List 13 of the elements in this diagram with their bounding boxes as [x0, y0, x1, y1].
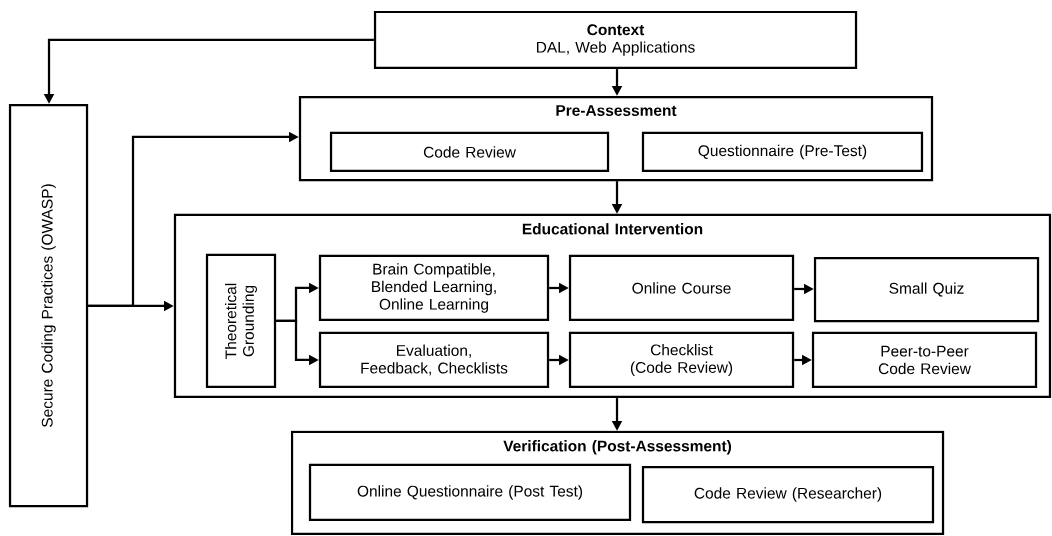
- process-box: Code Review (Researcher): [641, 465, 935, 524]
- process-box: Evaluation, Feedback, Checklists: [318, 331, 550, 389]
- vertical-box: Theoretical Grounding: [205, 253, 277, 389]
- process-box: Online Questionnaire (Post Test): [308, 463, 632, 522]
- process-box: Peer-to-Peer Code Review: [811, 331, 1038, 389]
- process-box: Small Quiz: [813, 256, 1040, 323]
- process-box: Code Review: [329, 131, 610, 173]
- process-box: Context DAL, Web Applications: [373, 10, 858, 70]
- process-box: Checklist (Code Review): [568, 331, 795, 389]
- vertical-box: Secure Coding Practices (OWASP): [8, 103, 89, 508]
- process-box: Brain Compatible, Blended Learning, Online Learning: [318, 254, 550, 322]
- process-box: Questionnaire (Pre-Test): [641, 131, 924, 173]
- process-box: Online Course: [568, 254, 795, 322]
